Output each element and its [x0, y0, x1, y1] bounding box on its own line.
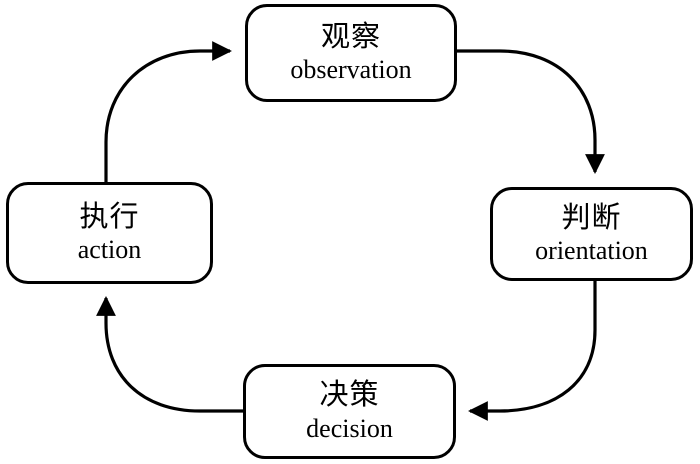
node-observation[interactable]: 观察 observation — [245, 4, 457, 102]
node-orientation-label-en: orientation — [535, 236, 648, 266]
node-action-label-en: action — [77, 235, 142, 265]
node-orientation[interactable]: 判断 orientation — [490, 187, 693, 281]
edge-decision-to-action — [96, 296, 243, 413]
node-decision-label-cn: 决策 — [319, 379, 380, 412]
node-orientation-label-cn: 判断 — [561, 201, 622, 234]
node-decision[interactable]: 决策 decision — [243, 364, 456, 459]
node-action-label-cn: 执行 — [79, 200, 140, 233]
edge-observation-to-orientation — [456, 49, 605, 174]
edge-action-to-observation — [104, 41, 232, 182]
node-decision-label-en: decision — [306, 413, 393, 443]
node-action[interactable]: 执行 action — [6, 182, 213, 284]
edge-orientation-to-decision — [468, 281, 597, 421]
node-observation-label-cn: 观察 — [320, 20, 381, 53]
node-observation-label-en: observation — [290, 55, 412, 85]
